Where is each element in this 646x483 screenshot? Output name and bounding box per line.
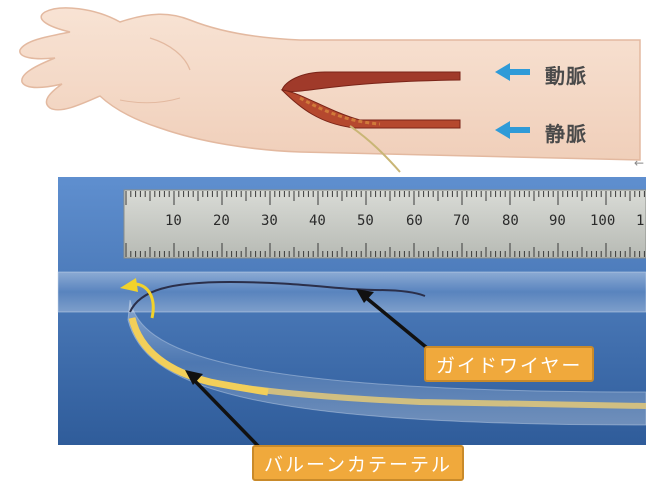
ruler-tick-label: 40 [309, 213, 326, 229]
arrow-left-icon: ← [634, 156, 644, 170]
ruler-tick-label: 60 [406, 213, 423, 229]
ruler-tick-label: 20 [213, 213, 230, 229]
ruler [124, 190, 646, 258]
ruler-tick-label: 70 [453, 213, 470, 229]
ruler-tick-label: 50 [357, 213, 374, 229]
guidewire-label: ガイドワイヤー [424, 346, 594, 382]
vein-label: 静脈 [545, 118, 587, 147]
ruler-tick-label: 1 [636, 213, 644, 229]
ruler-tick-label: 100 [590, 213, 615, 229]
ruler-tick-label: 80 [502, 213, 519, 229]
ruler-tick-label: 90 [549, 213, 566, 229]
balloon-catheter-label: バルーンカテーテル [252, 445, 464, 481]
artery-label: 動脈 [545, 60, 587, 89]
ruler-tick-label: 10 [165, 213, 182, 229]
ruler-tick-label: 30 [261, 213, 278, 229]
